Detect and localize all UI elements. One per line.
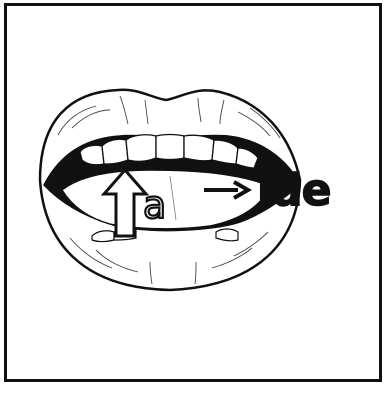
word-ending: ide — [257, 166, 330, 216]
vowel-letter: a — [143, 186, 166, 224]
